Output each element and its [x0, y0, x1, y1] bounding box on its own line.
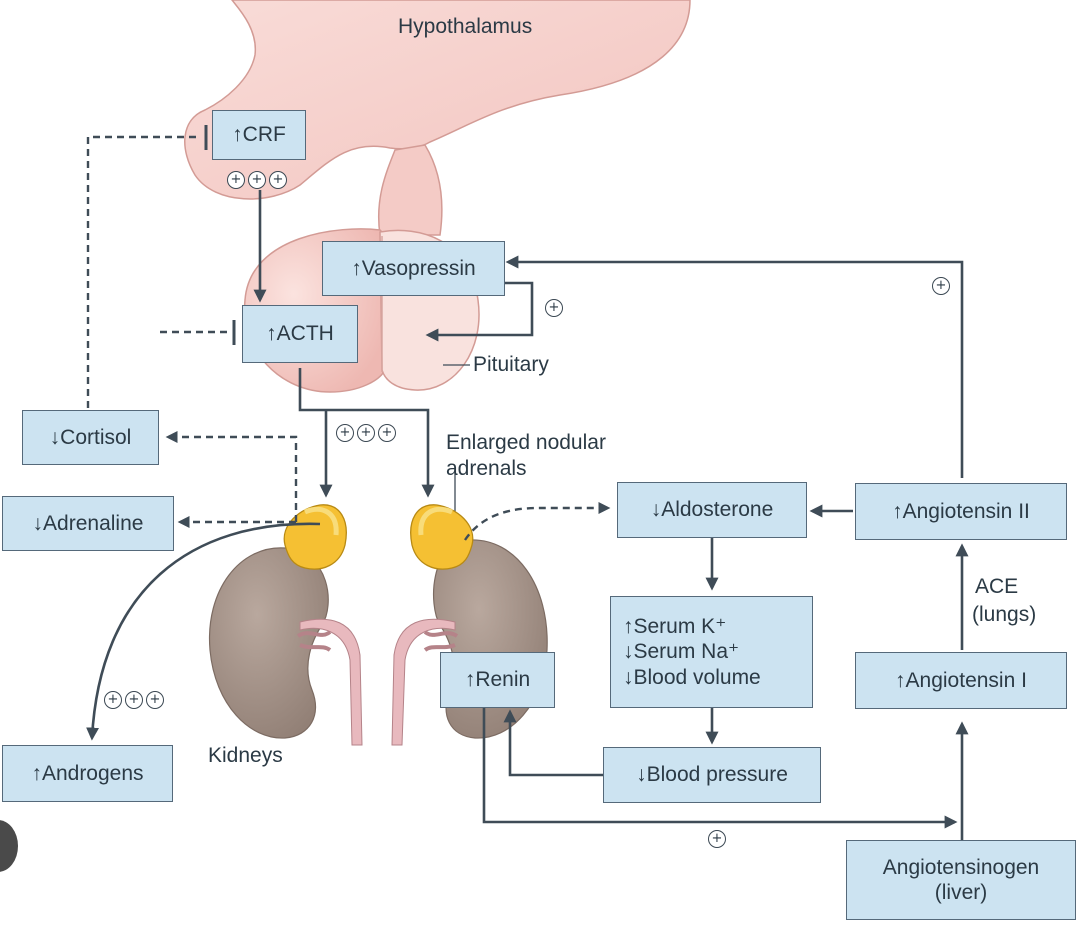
- renin-box: ↑Renin: [440, 652, 555, 708]
- plus-icon: +: [269, 171, 287, 189]
- liver-text: (liver): [934, 881, 988, 904]
- dashed-adrenal-aldosterone: [464, 502, 611, 541]
- plus-icon: +: [248, 171, 266, 189]
- serum-box: ↑Serum K⁺ ↓Serum Na⁺ ↓Blood volume: [610, 596, 813, 708]
- enlarged-adrenals-label-line2: adrenals: [446, 457, 527, 480]
- hypothalamus-label: Hypothalamus: [398, 15, 533, 38]
- right-adrenal: [410, 504, 474, 570]
- kidneys-label: Kidneys: [208, 744, 283, 767]
- ace-label-line1: ACE: [975, 575, 1019, 598]
- angiotensinogen-text: Angiotensinogen: [882, 855, 1040, 879]
- hypothalamus-shape: [184, 0, 691, 200]
- left-kidney: [208, 547, 329, 739]
- vasopressin-box: ↑Vasopressin: [322, 241, 505, 296]
- pituitary-label: Pituitary: [473, 353, 549, 376]
- enlarged-adrenals-label-line1: Enlarged nodular: [446, 431, 606, 454]
- plus-icon: +: [545, 299, 563, 317]
- pituitary-stalk: [377, 144, 443, 236]
- plus-icon: +: [932, 277, 950, 295]
- blood-volume-text: ↓Blood volume: [623, 665, 761, 689]
- serum-na-text: ↓Serum Na⁺: [623, 640, 740, 664]
- angiotensin1-box: ↑Angiotensin I: [855, 652, 1067, 709]
- plus-icon: +: [146, 691, 164, 709]
- aldosterone-box: ↓Aldosterone: [617, 482, 807, 538]
- acth-box: ↑ACTH: [242, 305, 358, 363]
- plus-icon: +: [357, 424, 375, 442]
- plus-icon: +: [336, 424, 354, 442]
- arrow-adrenal-androgens: [86, 522, 321, 741]
- plus-icon: +: [125, 691, 143, 709]
- blood-pressure-box: ↓Blood pressure: [603, 747, 821, 803]
- angiotensin2-box: ↑Angiotensin II: [855, 483, 1067, 540]
- edge-circle: [0, 820, 18, 872]
- plus-icon: +: [227, 171, 245, 189]
- arrow-renin-angiotensinogen: [482, 708, 958, 829]
- arrow-bp-renin: [503, 709, 603, 777]
- right-ureter: [391, 618, 456, 746]
- adrenaline-box: ↓Adrenaline: [2, 496, 174, 551]
- dashed-adrenal-cortisol: [165, 431, 298, 522]
- arrow-vasopressin-pituitary: [425, 281, 534, 342]
- dashed-cortisol-crf: [86, 135, 200, 408]
- androgens-box: ↑Androgens: [2, 745, 173, 802]
- angiotensinogen-box: Angiotensinogen (liver): [846, 840, 1076, 920]
- left-ureter: [299, 618, 363, 746]
- left-adrenal: [283, 504, 347, 570]
- ace-label-line2: (lungs): [972, 603, 1037, 626]
- arrow-acth-adrenals: [298, 368, 435, 498]
- crf-box: ↑CRF: [212, 110, 306, 160]
- right-kidney: [432, 539, 548, 739]
- plus-icon: +: [378, 424, 396, 442]
- plus-icon: +: [104, 691, 122, 709]
- arrow-angiotensin2-vasopressin: [505, 255, 964, 478]
- cortisol-box: ↓Cortisol: [22, 410, 159, 465]
- serum-k-text: ↑Serum K⁺: [623, 615, 727, 639]
- plus-icon: +: [708, 830, 726, 848]
